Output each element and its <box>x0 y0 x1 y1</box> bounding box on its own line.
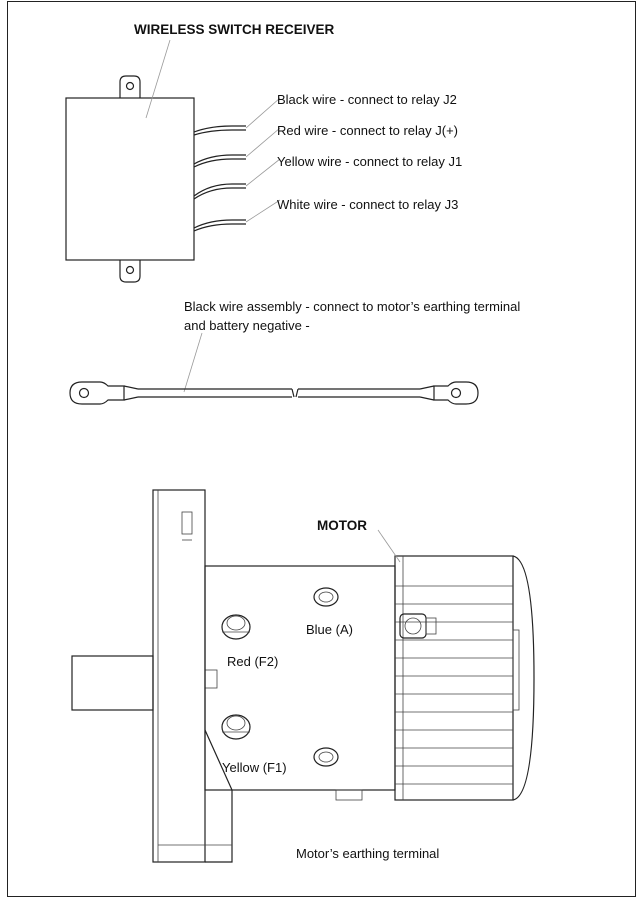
receiver-title: WIRELESS SWITCH RECEIVER <box>134 22 335 37</box>
motor-end-cap <box>394 555 514 801</box>
receiver-wire-4 <box>193 219 246 229</box>
yellow-f1-terminal <box>221 714 251 740</box>
black-wire-assembly-drawing <box>69 332 479 405</box>
earthing-terminal-label: Motor’s earthing terminal <box>296 846 439 861</box>
red-f2-label: Red (F2) <box>227 654 278 669</box>
motor-shaft <box>71 655 154 711</box>
receiver-wire-2 <box>193 154 246 165</box>
left-ring-terminal <box>69 381 125 405</box>
receiver-wire-3 <box>193 183 246 197</box>
motor-drawing <box>71 489 535 863</box>
wire-label-red: Red wire - connect to relay J(+) <box>277 123 458 138</box>
receiver-drawing <box>65 39 281 283</box>
red-f2-terminal <box>221 614 251 640</box>
motor-title-leader <box>377 529 401 563</box>
wire-label-yellow: Yellow wire - connect to relay J1 <box>277 154 462 169</box>
receiver-top-tab <box>119 75 141 98</box>
receiver-wire-1 <box>193 125 246 133</box>
receiver-body <box>65 97 195 261</box>
end-cap-terminal <box>399 613 427 639</box>
motor-title: MOTOR <box>317 518 367 533</box>
yellow-f1-label: Yellow (F1) <box>222 760 287 775</box>
assembly-label-line-2: and battery negative - <box>184 318 310 333</box>
receiver-bottom-tab <box>119 260 141 283</box>
blue-a-label: Blue (A) <box>306 622 353 637</box>
wire-label-black: Black wire - connect to relay J2 <box>277 92 457 107</box>
wire-label-white: White wire - connect to relay J3 <box>277 197 458 212</box>
blue-a-stud <box>313 587 339 607</box>
earthing-stud <box>313 747 339 767</box>
right-ring-terminal <box>433 381 479 405</box>
motor-flange <box>152 489 206 863</box>
motor-body <box>204 565 396 791</box>
receiver-title-leader <box>145 39 171 119</box>
assembly-label-line-1: Black wire assembly - connect to motor’s… <box>184 299 520 314</box>
